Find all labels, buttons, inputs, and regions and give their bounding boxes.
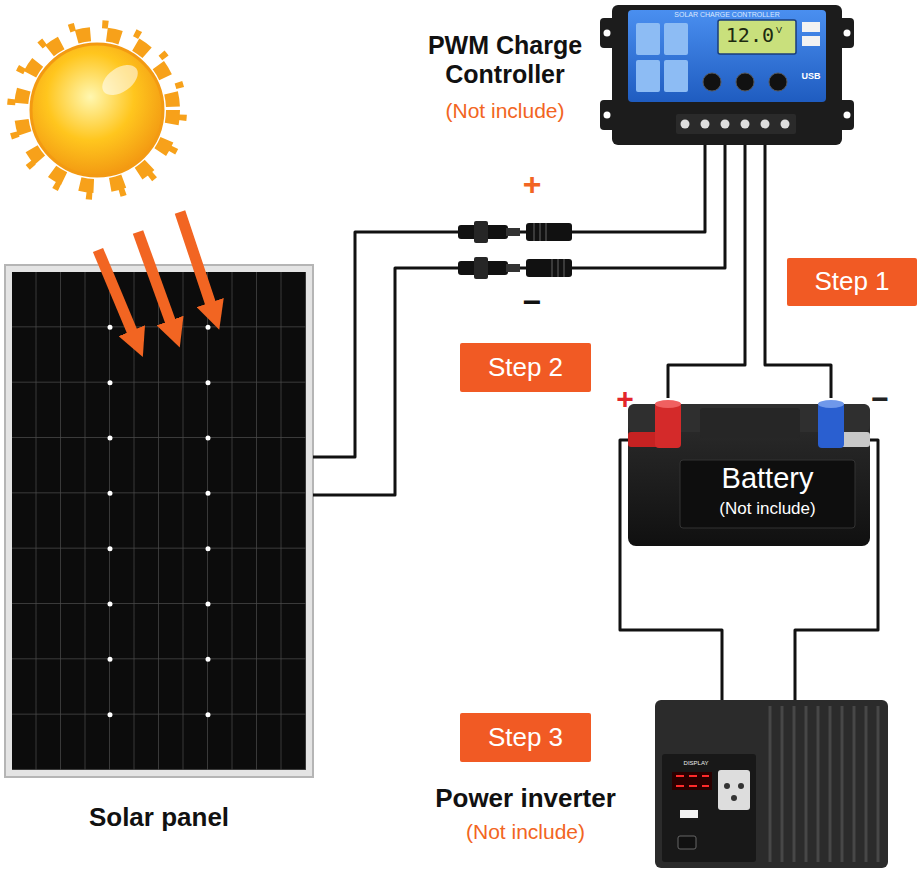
mounting-hole <box>604 112 611 119</box>
sun <box>11 24 183 196</box>
wire <box>313 145 725 495</box>
control-button <box>769 73 787 91</box>
terminal-cap <box>655 400 681 408</box>
mc4-female <box>526 223 572 241</box>
device-name: PWM Charge Controller <box>398 31 612 89</box>
sun-ray-tip <box>11 24 183 196</box>
lcd-reading: 12.0 <box>720 24 774 47</box>
polarity-mark: − <box>866 382 894 417</box>
function-icon <box>664 23 688 55</box>
battery-label-plate <box>680 460 855 528</box>
battery-vent <box>700 408 800 438</box>
usb-port <box>802 22 820 32</box>
battery-art <box>628 400 870 546</box>
terminal-screw <box>781 120 790 129</box>
device-name: Solar panel <box>5 803 313 833</box>
socket-hole <box>731 795 737 801</box>
wire <box>620 440 722 700</box>
heat-sink-fins <box>770 706 878 862</box>
sunlight-arrow <box>180 212 212 308</box>
positive-terminal <box>655 402 681 448</box>
mc4-pair <box>458 257 572 279</box>
availability-note: (Not include) <box>403 820 648 844</box>
usb-port <box>802 36 820 46</box>
terminal-screw <box>701 120 710 129</box>
polarity-mark: + <box>612 382 638 417</box>
socket-hole <box>724 783 730 789</box>
function-icon <box>664 60 688 92</box>
lcd-unit: V <box>776 25 790 35</box>
controller-face <box>628 10 826 102</box>
charge-controller-art <box>600 5 854 145</box>
sun-ray <box>21 34 173 186</box>
device-name: Power inverter <box>403 784 648 814</box>
step-badge: Step 2 <box>460 343 591 392</box>
mounting-hole <box>844 30 851 37</box>
availability-note: (Not include) <box>680 499 855 519</box>
mc4-nut <box>474 257 488 279</box>
terminal-screw <box>681 120 690 129</box>
mc4-pin <box>506 264 520 272</box>
led-display <box>672 772 712 790</box>
lcd-screen <box>718 20 796 54</box>
sun-disc <box>31 44 163 176</box>
led-segments <box>676 776 709 786</box>
step-label: Step 2 <box>488 353 563 383</box>
power-inverter: Power inverter(Not include)DISPLAY <box>655 700 888 868</box>
mc4-pair <box>458 221 572 243</box>
panel-frame <box>5 265 313 777</box>
control-button <box>736 73 754 91</box>
step-badge: Step 3 <box>460 713 591 762</box>
terminal-block <box>676 114 796 134</box>
panel-cells <box>12 272 306 770</box>
charge-controller: PWM Charge Controller(Not include)SOLAR … <box>612 5 842 145</box>
mc4-nut <box>474 221 488 243</box>
display-caption: DISPLAY <box>671 760 721 767</box>
step-label: Step 3 <box>488 723 563 753</box>
function-icon <box>636 60 660 92</box>
mc4-female <box>526 259 572 277</box>
power-switch <box>678 836 696 849</box>
battery: Battery (Not include) <box>628 398 870 546</box>
negative-terminal <box>818 402 844 448</box>
usb-caption: USB <box>796 71 826 81</box>
control-button <box>703 73 721 91</box>
sunlight-arrow <box>138 232 172 326</box>
mc4-ribs <box>534 223 546 241</box>
mc4-ribs <box>552 259 564 277</box>
polarity-mark: + <box>516 166 548 203</box>
inverter-front-panel <box>662 754 756 862</box>
function-icon <box>636 23 660 55</box>
sunlight-arrow <box>98 250 134 336</box>
terminal-screw <box>761 120 770 129</box>
mounting-hole <box>604 30 611 37</box>
terminal-cap <box>818 400 844 408</box>
usb-port <box>680 810 698 818</box>
inverter-body <box>655 700 888 868</box>
mc4-pin <box>506 228 520 236</box>
sun-highlight <box>97 59 144 102</box>
sunlight-arrows <box>98 212 212 336</box>
step-label: Step 1 <box>814 267 889 297</box>
wire <box>668 145 745 398</box>
inverter-art <box>655 700 888 868</box>
polarity-mark: − <box>516 284 548 321</box>
panel-caption: SOLAR CHARGE CONTROLLER <box>662 11 792 19</box>
solar-panel-art <box>5 265 313 777</box>
mounting-hole <box>844 112 851 119</box>
wire <box>313 145 705 457</box>
availability-note: (Not include) <box>398 99 612 123</box>
step-badge: Step 1 <box>787 258 917 306</box>
controller-body <box>612 5 842 145</box>
solar-panel: Solar panel <box>5 265 313 777</box>
socket-hole <box>738 783 744 789</box>
terminal-screw <box>741 120 750 129</box>
ac-socket <box>718 770 750 810</box>
terminal-screw <box>721 120 730 129</box>
panel-busbar-dots <box>110 327 208 714</box>
device-name: Battery <box>680 462 855 495</box>
